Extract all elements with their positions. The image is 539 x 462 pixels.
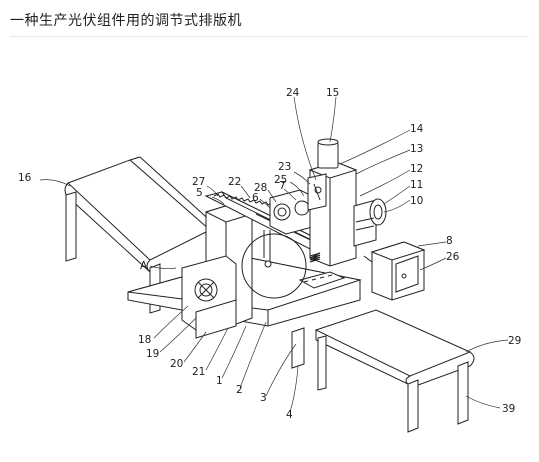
label-12: 12 (410, 163, 423, 175)
spring-clamp (298, 252, 346, 289)
carriage (263, 189, 317, 268)
label-23: 23 (278, 161, 291, 173)
label-26: 26 (446, 251, 460, 263)
label-21: 21 (192, 366, 205, 378)
label-16: 16 (18, 172, 32, 184)
label-10: 10 (410, 195, 423, 207)
vertical-column (307, 138, 358, 267)
label-25: 25 (274, 174, 287, 186)
label-39: 39 (502, 403, 515, 415)
label-1: 1 (216, 375, 223, 387)
label-29: 29 (508, 335, 521, 347)
label-A: A (140, 260, 148, 272)
label-5: 5 (196, 187, 203, 199)
label-6: 6 (252, 192, 259, 204)
label-24: 24 (286, 87, 300, 99)
label-8: 8 (446, 235, 453, 247)
label-28: 28 (254, 182, 267, 194)
label-27: 27 (192, 176, 205, 188)
title-divider (10, 36, 529, 37)
label-7: 7 (279, 180, 286, 192)
label-2: 2 (236, 384, 243, 396)
left-column (181, 203, 254, 339)
right-conveyor (314, 309, 475, 433)
label-19: 19 (146, 348, 159, 360)
control-box (363, 241, 426, 301)
reference-numerals: 16 27 5 22 24 15 14 13 23 25 12 28 7 6 1… (18, 87, 521, 421)
label-14: 14 (410, 123, 424, 135)
label-20: 20 (170, 358, 183, 370)
label-18: 18 (138, 334, 151, 346)
label-13: 13 (410, 143, 423, 155)
label-4: 4 (286, 409, 293, 421)
label-3: 3 (260, 392, 267, 404)
leader-lines (39, 96, 509, 413)
page-title: 一种生产光伏组件用的调节式排版机 (10, 13, 242, 29)
detail-circle-a (241, 233, 307, 299)
patent-drawing: 16 27 5 22 24 15 14 13 23 25 12 28 7 6 1… (18, 87, 521, 433)
label-15: 15 (326, 87, 339, 99)
motor-coupling (353, 198, 387, 247)
label-11: 11 (410, 179, 423, 191)
label-22: 22 (228, 176, 241, 188)
base-legs (291, 327, 305, 369)
